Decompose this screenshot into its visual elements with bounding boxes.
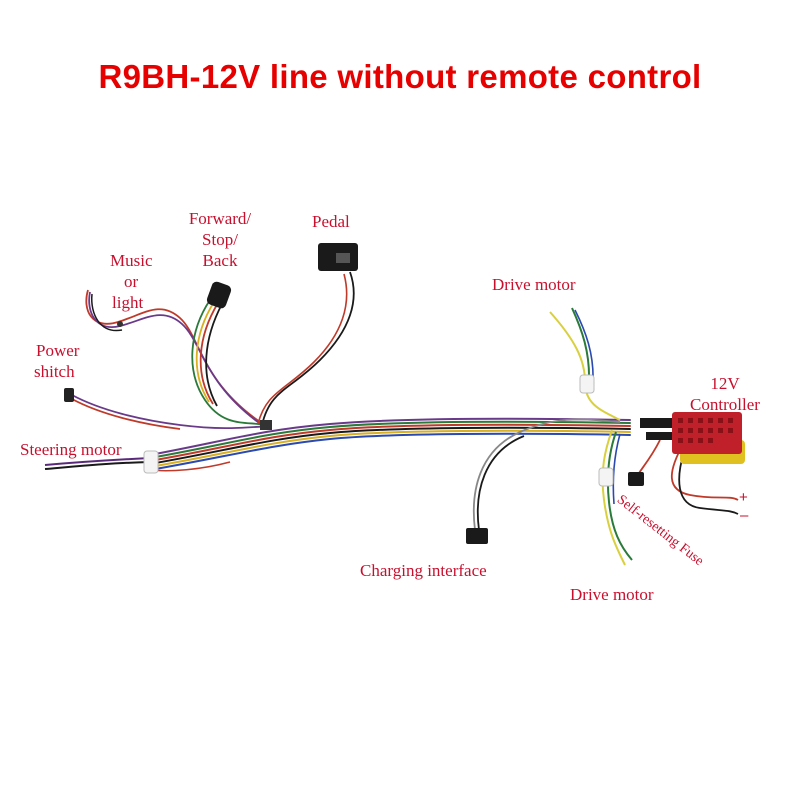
label-controller-line-2: Controller — [690, 395, 760, 414]
label-pedal: Pedal — [312, 212, 350, 231]
power-switch-wire — [64, 388, 271, 430]
label-controller: 12V Controller — [680, 373, 770, 415]
controller-box — [640, 412, 745, 464]
label-power-line-2: shitch — [34, 362, 75, 381]
label-music-line-1: Music — [110, 251, 153, 270]
battery-minus-sign: – — [740, 507, 749, 524]
label-forward-line-3: Back — [202, 251, 238, 270]
label-power-line-1: Power — [36, 341, 80, 360]
forward-stop-back-wire — [191, 281, 271, 427]
label-forward-line-2: Stop/ — [202, 230, 238, 249]
drive-motor-bottom-wire — [598, 429, 633, 566]
page-title: R9BH-12V line without remote control — [98, 58, 702, 95]
label-forward-line-1: Forward/ — [188, 209, 252, 228]
label-charging-interface: Charging interface — [360, 561, 487, 580]
label-power-switch: Power shitch — [34, 340, 79, 382]
charging-interface-wire — [466, 418, 621, 544]
pedal-wire — [257, 243, 358, 430]
label-music-or-light: Music or light — [110, 250, 153, 313]
label-music-line-3: light — [112, 293, 144, 312]
label-steering-motor: Steering motor — [20, 440, 122, 459]
label-controller-line-1: 12V — [710, 374, 740, 393]
label-drive-motor-bottom: Drive motor — [570, 585, 654, 604]
steering-motor-wire — [44, 450, 231, 474]
drive-motor-top-wire — [549, 307, 621, 421]
fuse-and-battery-wire — [628, 439, 739, 515]
music-light-wire — [85, 289, 263, 426]
label-drive-motor-top: Drive motor — [492, 275, 576, 294]
label-forward-stop-back: Forward/ Stop/ Back — [178, 208, 262, 271]
main-wire-bundle — [149, 417, 631, 471]
label-music-line-2: or — [124, 272, 139, 291]
battery-plus-sign: + — [739, 489, 748, 506]
